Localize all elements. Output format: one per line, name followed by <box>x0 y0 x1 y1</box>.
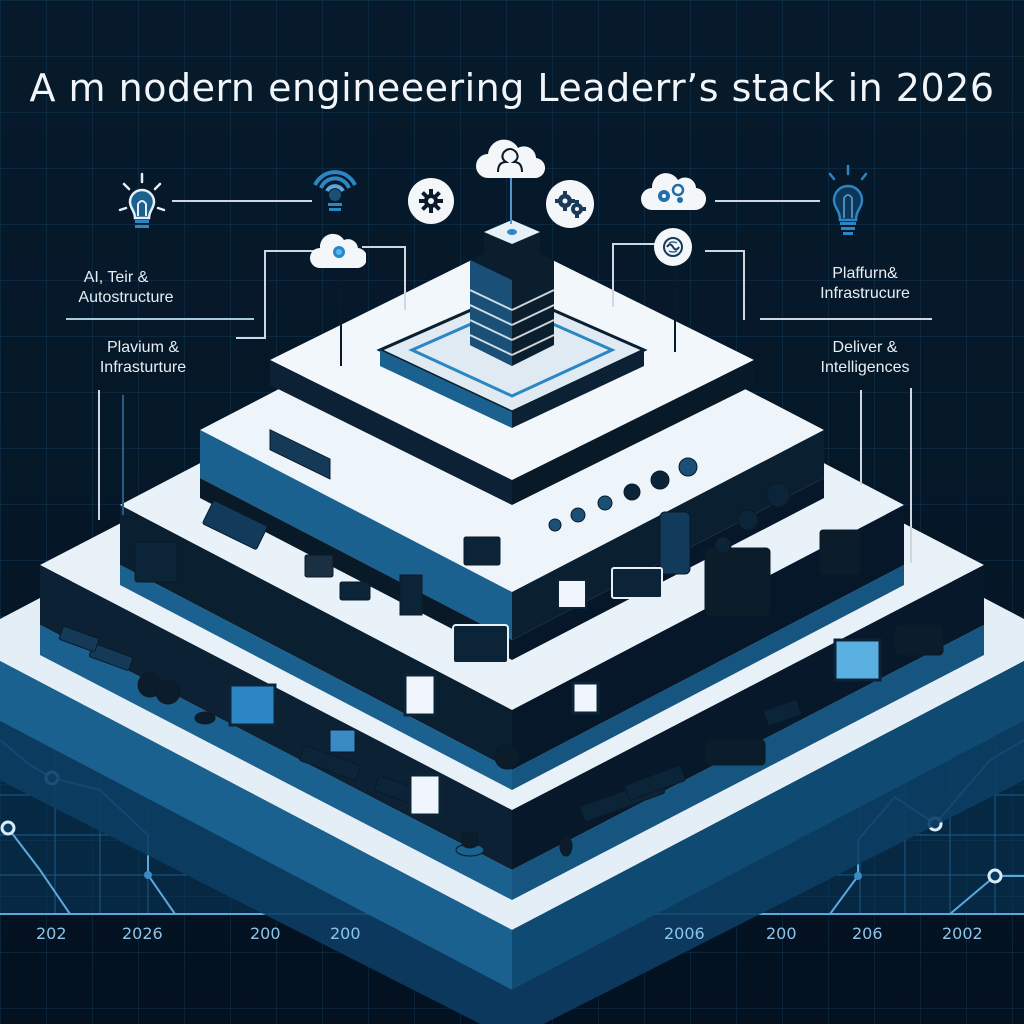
device-icons <box>58 428 944 857</box>
gear-icon <box>408 178 454 224</box>
connector-line <box>266 250 318 252</box>
connector-line <box>236 337 266 339</box>
timeline-label: 202 <box>36 924 67 943</box>
wifi-signal-icon <box>310 163 360 213</box>
connector-line <box>264 250 266 338</box>
timeline-label: 2006 <box>664 924 705 943</box>
connector-line <box>172 200 312 202</box>
connector-line <box>612 243 614 307</box>
label-line: Autostructure <box>78 289 174 306</box>
lightbulb-icon <box>116 172 168 234</box>
label-line: Plavium & <box>106 339 180 356</box>
label-line: Infrasturture <box>99 359 187 376</box>
label-platform-infrastructure-right: Plaffurn& Infrastrucure <box>790 264 940 304</box>
connector-line <box>122 395 124 515</box>
lightbulb-icon <box>824 164 872 240</box>
timeline-label: 200 <box>330 924 361 943</box>
divider-line <box>66 318 254 320</box>
connector-line <box>612 243 662 245</box>
label-line: Infrastrucure <box>820 285 910 302</box>
connector-line <box>674 262 676 352</box>
brain-icon <box>654 228 692 266</box>
connector-line <box>910 388 912 563</box>
timeline-label: 200 <box>250 924 281 943</box>
timeline-label: 206 <box>852 924 883 943</box>
connector-line <box>715 200 820 202</box>
connector-line <box>362 246 404 248</box>
connector-line <box>98 390 100 520</box>
connector-line <box>404 246 406 310</box>
divider-line <box>760 318 932 320</box>
page-title: A m nodern engineeering Leaderr’s stack … <box>29 66 995 110</box>
label-ai-tier-automation: AI, Teir & Autostructure <box>66 268 173 308</box>
timeline-label: 2026 <box>122 924 163 943</box>
timeline-label: 2002 <box>942 924 983 943</box>
server-tower-icon <box>469 220 555 366</box>
label-line: Plaffurn& <box>832 265 898 282</box>
cloud-node-icon <box>310 228 366 270</box>
label-platform-infrastructure-left: Plavium & Infrasturture <box>68 338 218 378</box>
label-line: AI, Teir & <box>83 269 149 286</box>
connector-line <box>705 250 745 252</box>
label-line: Deliver & <box>832 339 898 356</box>
timeline-label: 200 <box>766 924 797 943</box>
cloud-user-icon <box>474 138 548 180</box>
label-line: Intelligences <box>820 359 910 376</box>
connector-line <box>340 276 342 366</box>
connector-line <box>743 250 745 320</box>
connector-line <box>510 178 512 224</box>
label-delivery-intelligence: Deliver & Intelligences <box>790 338 940 378</box>
gears-icon <box>546 180 594 228</box>
connector-line <box>860 390 862 485</box>
cloud-gears-icon <box>640 168 706 212</box>
